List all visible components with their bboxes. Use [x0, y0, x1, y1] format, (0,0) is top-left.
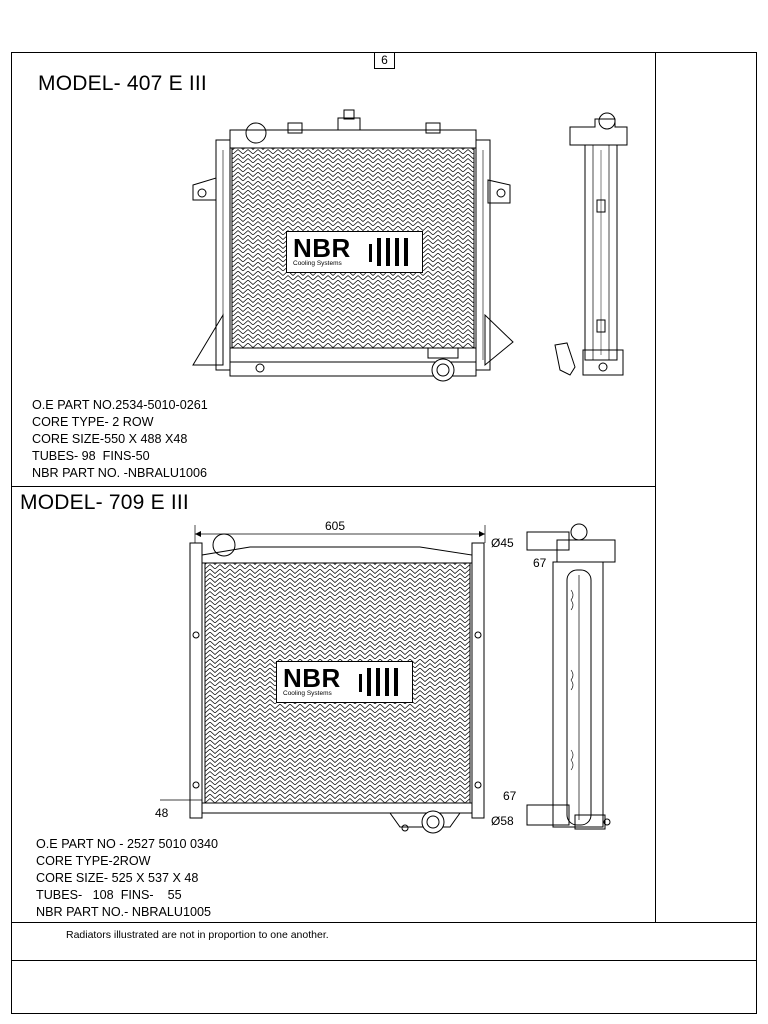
model-1-radiator-side-drawing [554, 112, 628, 376]
footer-divider-top [11, 922, 757, 924]
model-1-tubes-fins: TUBES- 98 FINS-50 [32, 449, 150, 463]
model-2-logo-brand: NBR [283, 663, 341, 693]
model-1-core-type: CORE TYPE- 2 ROW [32, 415, 154, 429]
model-2-core-size: CORE SIZE- 525 X 537 X 48 [36, 871, 199, 885]
model-2-oe-part-no: O.E PART NO - 2527 5010 0340 [36, 837, 219, 851]
model-1-core-size: CORE SIZE-550 X 488 X48 [32, 432, 188, 446]
model-1-nbr-part-no: NBR PART NO. -NBRALU1006 [32, 466, 207, 480]
right-column-divider [655, 52, 657, 923]
model-2-logo-stripes-icon [359, 668, 398, 696]
model-2-radiator-side-drawing [526, 523, 616, 830]
model-2-dim-outlet-dia: Ø58 [491, 814, 514, 828]
model-2-dim-inlet-dia: Ø45 [491, 536, 514, 550]
model-2-logo-sub: Cooling Systems [283, 690, 332, 697]
model-1-specs: O.E PART NO.2534-5010-0261 CORE TYPE- 2 … [32, 397, 208, 482]
model-2-dim-width: 605 [325, 519, 346, 533]
model-1-logo: NBR Cooling Systems [286, 231, 423, 273]
model-2-specs: O.E PART NO - 2527 5010 0340 CORE TYPE-2… [36, 836, 218, 921]
model-2-title: MODEL- 709 E III [20, 491, 189, 514]
footnote: Radiators illustrated are not in proport… [66, 929, 329, 941]
model-2-core-type: CORE TYPE-2ROW [36, 854, 151, 868]
model-1-logo-stripes-icon [369, 238, 408, 266]
model-1-logo-sub: Cooling Systems [293, 260, 342, 267]
model-2-dim-outlet-len: 67 [503, 789, 517, 803]
model-2-dim-inlet-len: 67 [533, 556, 547, 570]
model-2-nbr-part-no: NBR PART NO.- NBRALU1005 [36, 905, 211, 919]
model-1-logo-brand: NBR [293, 233, 351, 263]
model-2-tubes-fins: TUBES- 108 FINS- 55 [36, 888, 182, 902]
model-2-dim-depth: 48 [155, 806, 169, 820]
model-divider [11, 486, 656, 488]
model-1-title: MODEL- 407 E III [38, 72, 207, 95]
model-1-oe-part-no: O.E PART NO.2534-5010-0261 [32, 398, 208, 412]
model-2-logo: NBR Cooling Systems [276, 661, 413, 703]
page-number: 6 [374, 52, 395, 69]
footer-divider-bottom [11, 960, 757, 962]
